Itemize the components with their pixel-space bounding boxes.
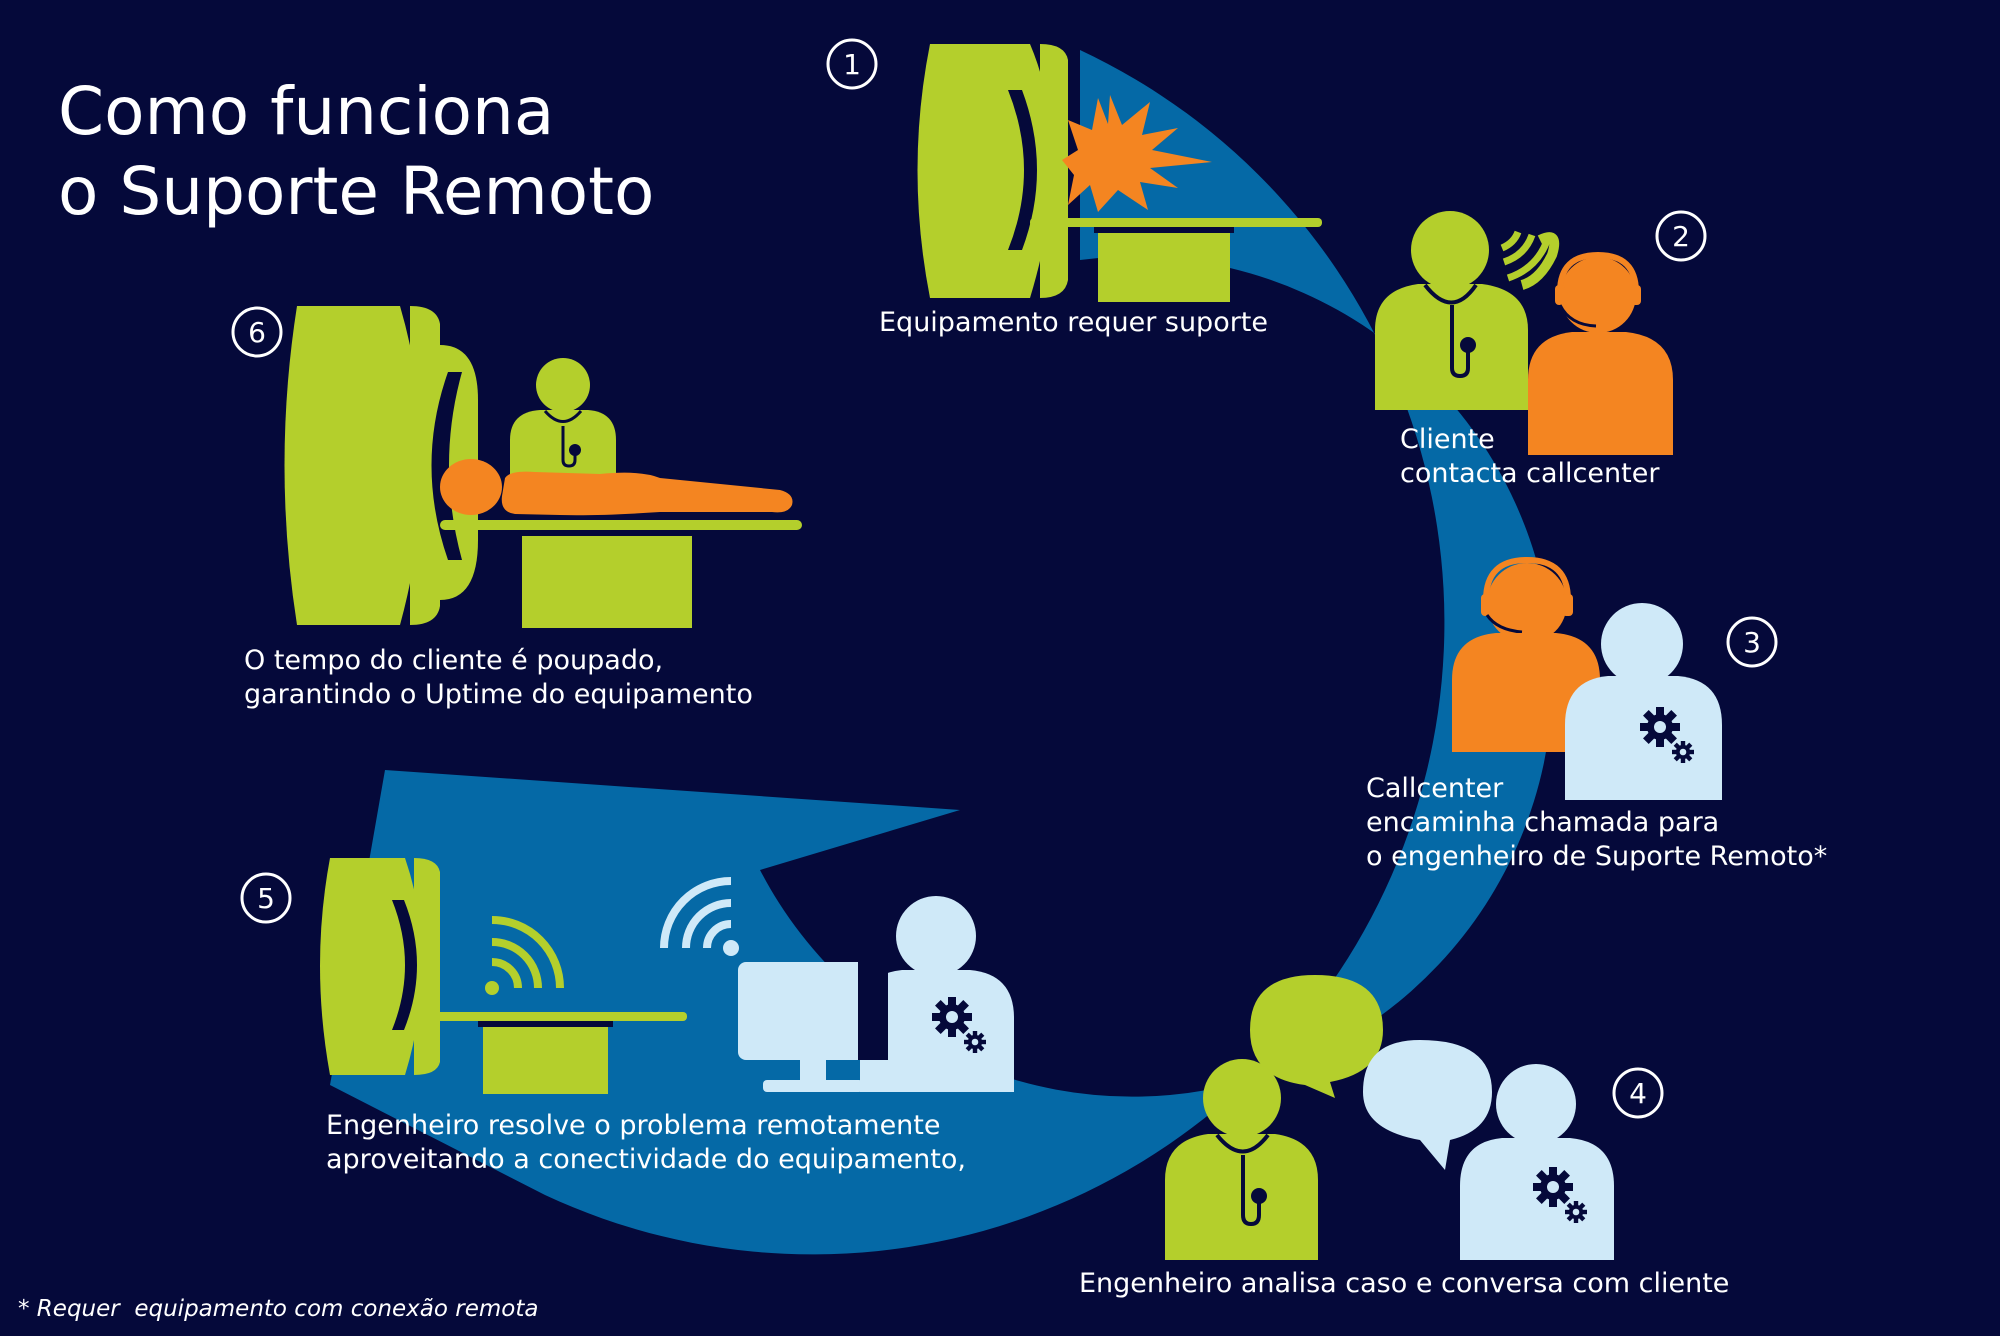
step-2-illustration [1375,211,1673,455]
step-1-illustration [917,44,1322,302]
step-6-caption: O tempo do cliente é poupado, garantindo… [244,644,753,712]
step-3-number: 3 [1743,626,1761,659]
caption-line: Engenheiro resolve o problema remotament… [326,1110,941,1141]
doctor-icon [1375,211,1528,410]
step-6-number: 6 [248,316,266,349]
caption-line: aproveitando a conectividade do equipame… [326,1144,966,1175]
explosion-icon [1062,95,1212,212]
gear-icon [1565,1201,1587,1223]
headset-operator-icon [1452,556,1600,752]
remote-engineer-icon [1460,1064,1614,1260]
computer-monitor-icon [738,962,888,1092]
title-line-1: Como funciona [58,73,555,150]
caption-line: Equipamento requer suporte [879,307,1269,338]
mri-scanner-icon [917,44,1322,302]
patient-icon [440,459,793,516]
mri-scanner-icon [320,858,687,1094]
step-6-illustration [284,306,802,628]
speech-bubble-icon [1363,1040,1492,1170]
step-4-illustration [1165,975,1614,1260]
step-3-illustration [1452,556,1722,800]
caption-line: garantindo o Uptime do equipamento [244,679,753,710]
step-1-caption: Equipamento requer suporte [879,306,1268,340]
caption-line: encaminha chamada para [1366,807,1720,838]
caption-line: contacta callcenter [1400,458,1660,489]
step-5-caption: Engenheiro resolve o problema remotament… [326,1109,966,1177]
footnote: * Requer equipamento com conexão remota [18,1296,539,1322]
gear-icon [1533,1167,1573,1207]
step-3-caption: Callcenter encaminha chamada para o enge… [1366,772,1827,874]
gear-icon [932,997,972,1037]
phone-signal-icon [1500,230,1552,282]
step-5-illustration [320,858,1014,1094]
step-5-number: 5 [257,882,275,915]
headset-operator-icon [1528,251,1673,455]
step-1-number: 1 [843,48,861,81]
caption-line: Cliente [1400,424,1495,455]
caption-line: O tempo do cliente é poupado, [244,645,664,676]
doctor-icon [1165,1059,1318,1260]
remote-engineer-icon [858,896,1014,1092]
title-line-2: o Suporte Remoto [58,153,655,230]
gear-icon [964,1031,986,1053]
gear-icon [1672,741,1694,763]
step-2-number: 2 [1672,220,1690,253]
wifi-signal-icon [660,877,739,956]
caption-line: o engenheiro de Suporte Remoto* [1366,841,1828,872]
step-2-caption: Cliente contacta callcenter [1400,423,1659,491]
caption-line: Callcenter [1366,773,1504,804]
gear-icon [1640,707,1680,747]
doctor-icon [510,358,616,485]
wifi-signal-icon [485,916,564,995]
caption-line: Engenheiro analisa caso e conversa com c… [1079,1268,1730,1299]
step-4-number: 4 [1629,1077,1647,1110]
speech-bubble-icon [1250,975,1383,1098]
remote-engineer-icon [1565,603,1722,800]
step-4-caption: Engenheiro analisa caso e conversa com c… [1079,1267,1729,1301]
step-number-circles [231,38,1778,1119]
cycle-arrow [330,50,1553,1255]
page-title: Como funciona o Suporte Remoto [58,72,654,232]
